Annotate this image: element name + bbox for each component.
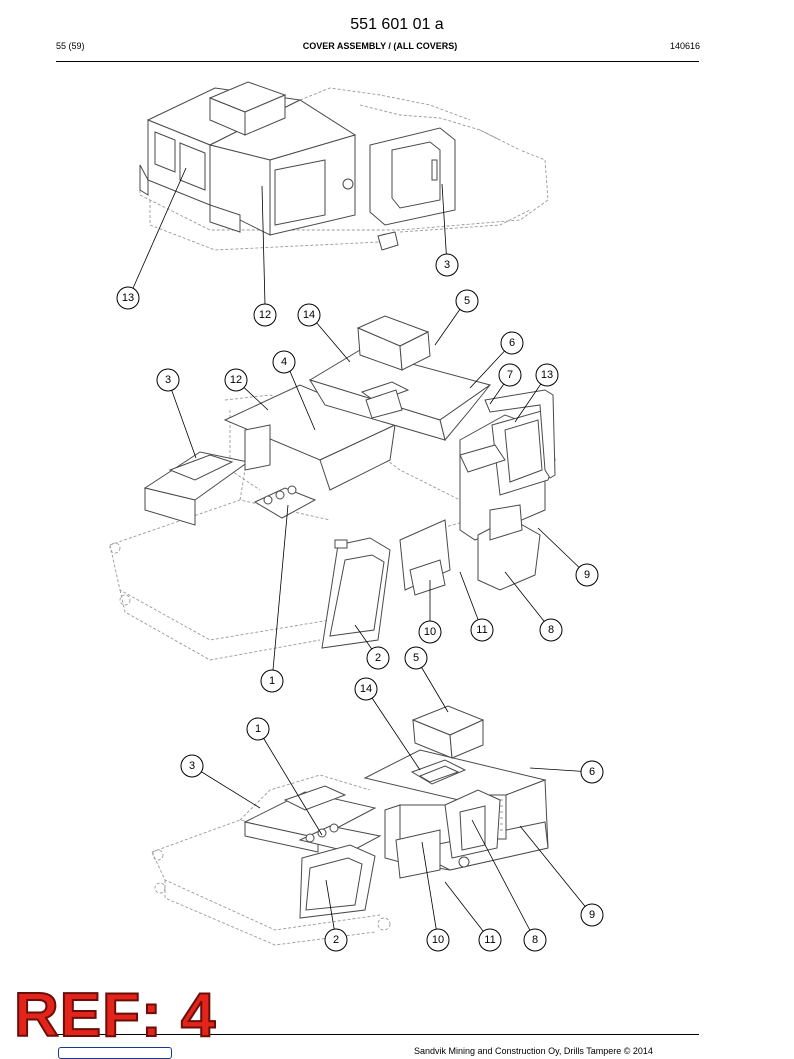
callout-mid-11: 11 [470, 618, 494, 642]
callout-bot-9: 9 [580, 903, 604, 927]
svg-text:1: 1 [255, 723, 261, 735]
svg-text:8: 8 [548, 624, 554, 636]
callout-mid-3: 3 [156, 368, 180, 392]
callout-mid-10: 10 [418, 620, 442, 644]
callout-bot-2: 2 [324, 928, 348, 952]
callout-top-3: 3 [435, 253, 459, 277]
svg-text:12: 12 [259, 309, 271, 321]
callout-mid-5: 5 [455, 289, 479, 313]
callout-bot-10: 10 [426, 928, 450, 952]
callout-mid-1: 1 [260, 669, 284, 693]
callout-bot-1: 1 [246, 717, 270, 741]
svg-text:3: 3 [165, 374, 171, 386]
callout-bot-5: 5 [404, 646, 428, 670]
svg-text:5: 5 [464, 295, 470, 307]
svg-text:7: 7 [507, 369, 513, 381]
svg-text:10: 10 [432, 934, 444, 946]
svg-text:2: 2 [375, 652, 381, 664]
svg-text:14: 14 [303, 309, 315, 321]
page-number: 55 (59) [56, 41, 85, 51]
svg-text:9: 9 [589, 909, 595, 921]
callout-mid-4: 4 [272, 350, 296, 374]
svg-text:11: 11 [476, 624, 487, 636]
footer-rule [56, 1034, 699, 1035]
top-view-drawing [139, 81, 549, 251]
callout-bot-8: 8 [523, 928, 547, 952]
doc-number: 551 601 01 a [350, 16, 444, 33]
svg-text:5: 5 [413, 652, 419, 664]
header-rule [56, 61, 699, 62]
callout-mid-8: 8 [539, 618, 563, 642]
callout-bot-14: 14 [354, 677, 378, 701]
svg-text:10: 10 [424, 626, 436, 638]
callout-bot-11: 11 [478, 928, 502, 952]
company-logo [58, 1047, 172, 1059]
svg-text:6: 6 [509, 337, 515, 349]
callout-mid-6: 6 [500, 331, 524, 355]
svg-text:8: 8 [532, 934, 538, 946]
svg-text:3: 3 [189, 760, 195, 772]
svg-text:1: 1 [269, 675, 275, 687]
callout-mid-12: 12 [224, 368, 248, 392]
callout-mid-2: 2 [366, 646, 390, 670]
doc-date: 140616 [669, 41, 700, 51]
callout-mid-9: 9 [575, 563, 599, 587]
svg-text:6: 6 [589, 766, 595, 778]
svg-text:13: 13 [541, 369, 553, 381]
svg-text:4: 4 [281, 356, 287, 368]
callout-top-12: 12 [253, 303, 277, 327]
bottom-view-drawing [151, 705, 549, 946]
callout-bot-6: 6 [580, 760, 604, 784]
page-title: COVER ASSEMBLY / (ALL COVERS) [302, 41, 458, 51]
callout-bot-3: 3 [180, 754, 204, 778]
svg-text:3: 3 [444, 259, 450, 271]
middle-view-drawing [109, 315, 556, 661]
callout-top-13: 13 [116, 286, 140, 310]
svg-text:12: 12 [230, 374, 242, 386]
svg-text:11: 11 [484, 934, 495, 946]
ref-stamp: REF: 4 [13, 981, 217, 1050]
callout-mid-13: 13 [535, 363, 559, 387]
svg-text:14: 14 [360, 683, 372, 695]
callout-mid-7: 7 [498, 363, 522, 387]
footer-copyright: Sandvik Mining and Construction Oy, Dril… [414, 1046, 653, 1056]
svg-text:2: 2 [333, 934, 339, 946]
svg-text:13: 13 [122, 292, 134, 304]
callout-mid-14: 14 [297, 303, 321, 327]
svg-text:9: 9 [584, 569, 590, 581]
